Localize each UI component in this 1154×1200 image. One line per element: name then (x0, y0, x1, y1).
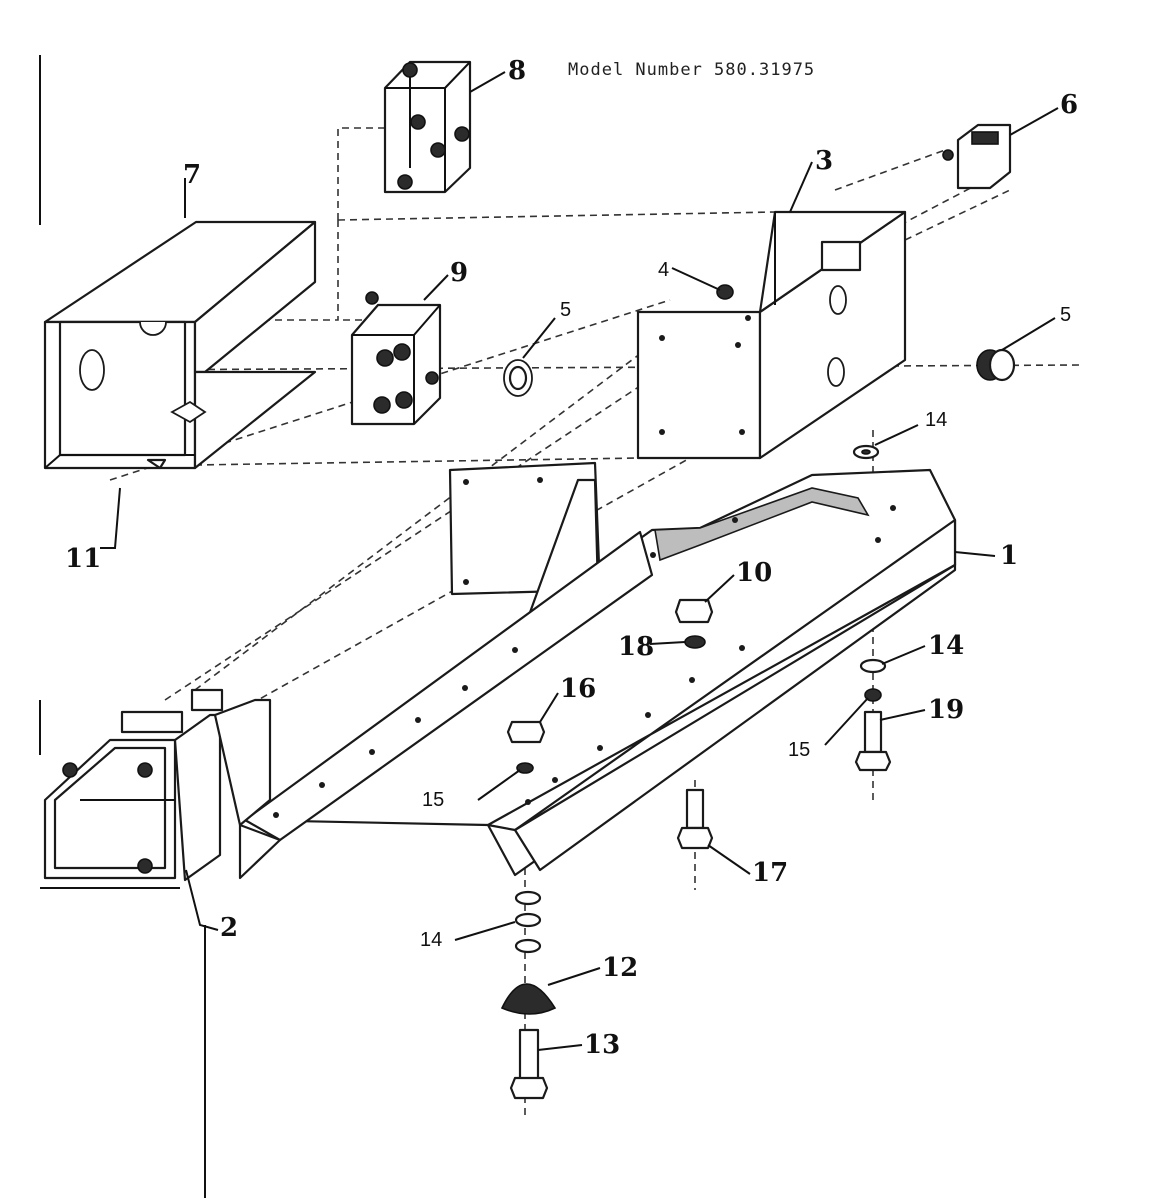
callout-10: 10 (736, 558, 773, 588)
callout-18: 18 (618, 632, 655, 662)
callout-19: 19 (928, 695, 965, 725)
part-12-rubber-foot (500, 983, 557, 1015)
callout-16: 16 (560, 674, 597, 704)
callout-14-top: 14 (925, 409, 948, 431)
part-5-grommet-left (503, 359, 533, 397)
part-14-washer-stack (514, 890, 542, 954)
callout-15-left: 15 (422, 789, 445, 811)
callout-2: 2 (220, 913, 239, 943)
callout-5-left: 5 (560, 299, 572, 321)
callout-17: 17 (752, 858, 789, 888)
callout-3: 3 (815, 146, 834, 176)
callout-5-right: 5 (1060, 304, 1072, 326)
callout-7: 7 (183, 160, 202, 190)
part-17-bolt (676, 788, 714, 850)
callout-15-right: 15 (788, 739, 811, 761)
part-3-bracket-box (636, 210, 907, 460)
part-14-washer-right (859, 658, 887, 674)
callout-8-top: 8 (508, 56, 527, 86)
part-9-relay (350, 291, 442, 426)
callout-14-bottom: 14 (420, 929, 443, 951)
part-15-washer-right (864, 688, 882, 702)
part-5-grommet-right (976, 348, 1016, 382)
callout-11: 11 (65, 544, 102, 574)
model-number-label: Model Number 580.31975 (568, 60, 816, 80)
part-4-nut (716, 284, 734, 300)
callout-1: 1 (1000, 541, 1019, 571)
part-8-relay-top (383, 60, 472, 194)
part-16-nut (506, 720, 546, 744)
part-7-control-box (43, 220, 317, 470)
callout-14-mid: 14 (928, 631, 965, 661)
part-2-transformer (43, 688, 272, 882)
part-10-nut (674, 598, 714, 624)
callout-9: 9 (450, 258, 469, 288)
callout-4: 4 (658, 259, 670, 281)
frame-lines (39, 55, 206, 1198)
part-19-bolt (854, 710, 892, 772)
part-6-connector (942, 123, 1012, 190)
part-18-washer (684, 635, 706, 649)
part-14-washer-top (852, 444, 880, 460)
part-13-bolt (509, 1028, 549, 1100)
part-1-base-rail (238, 468, 957, 880)
callout-13: 13 (584, 1030, 621, 1060)
callout-leaders (100, 71, 1059, 1051)
part-15-washer-left (516, 762, 534, 774)
callout-6: 6 (1060, 90, 1079, 120)
callout-12: 12 (602, 953, 639, 983)
